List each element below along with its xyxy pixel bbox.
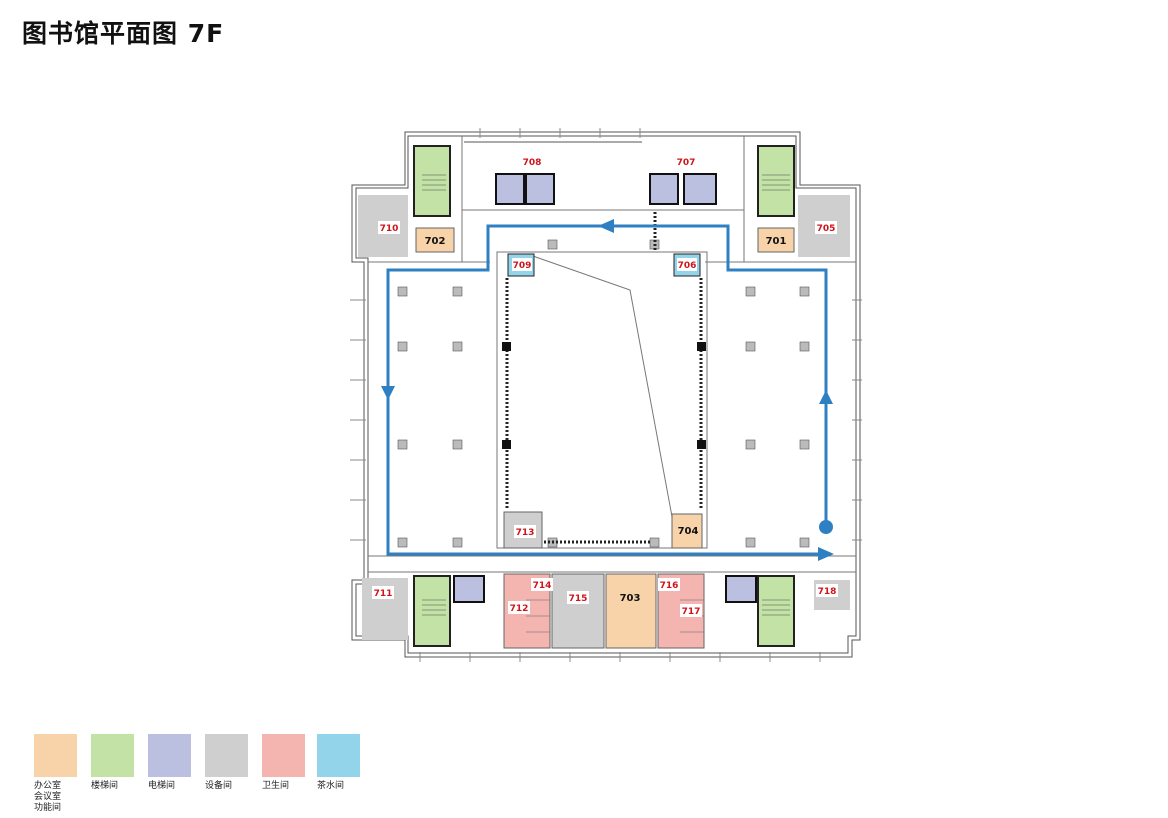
room-number-718: 718 <box>818 587 837 597</box>
room-702-area <box>415 227 455 253</box>
room-number-709: 709 <box>513 261 532 271</box>
elevator-707-b <box>683 173 717 205</box>
elevator-708-b <box>525 173 555 205</box>
room-number-708: 708 <box>523 158 542 168</box>
elevator-se <box>725 575 757 603</box>
legend-swatch-elevator <box>148 734 191 777</box>
legend-item-toilet: 卫生间 <box>262 734 322 792</box>
elevator-sw <box>453 575 485 603</box>
stair-se <box>757 575 795 647</box>
legend-swatch-tea <box>317 734 360 777</box>
legend-label-office: 办公室 会议室 功能间 <box>34 781 62 813</box>
room-number-717: 717 <box>682 607 701 617</box>
route-arrow-north <box>819 390 833 404</box>
room-number-703: 703 <box>620 593 641 604</box>
building-outline <box>351 131 861 658</box>
page-title: 图书馆平面图 7F <box>22 19 225 48</box>
legend-item-tea: 茶水间 <box>317 734 377 792</box>
room-715-area <box>551 573 605 649</box>
stair-sw <box>413 575 451 647</box>
legend-label-elevator: 电梯间 <box>148 781 176 791</box>
room-number-704: 704 <box>678 526 699 537</box>
room-number-707: 707 <box>677 158 696 168</box>
room-number-705: 705 <box>817 224 836 234</box>
room-703-area <box>605 573 657 649</box>
room-number-712: 712 <box>510 604 529 614</box>
room-labels: 708 707 710 702 701 705 709 706 713 704 … <box>372 154 838 617</box>
legend-label-toilet: 卫生间 <box>262 781 290 791</box>
office-rooms <box>415 227 795 649</box>
interior-walls <box>368 136 856 573</box>
legend-label-equipment: 设备间 <box>205 781 233 791</box>
route-arrowheads <box>381 219 834 561</box>
room-704-area <box>671 513 703 549</box>
legend-label-stair: 楼梯间 <box>91 781 119 791</box>
route <box>386 224 828 556</box>
room-number-716: 716 <box>660 581 679 591</box>
room-number-710: 710 <box>380 224 399 234</box>
legend-item-elevator: 电梯间 <box>148 734 208 792</box>
room-number-715: 715 <box>569 594 588 604</box>
elevator-707-a <box>649 173 679 205</box>
legend-item-office: 办公室 会议室 功能间 <box>34 734 94 814</box>
stair-ne <box>757 145 795 217</box>
room-number-714: 714 <box>533 581 552 591</box>
legend-swatch-office <box>34 734 77 777</box>
stair-treads <box>422 174 790 616</box>
room-number-711: 711 <box>374 589 393 599</box>
wall-ticks <box>350 128 862 662</box>
legend-swatch-equipment <box>205 734 248 777</box>
route-arrow-west <box>598 219 614 233</box>
structural-columns <box>397 239 810 548</box>
room-number-706: 706 <box>678 261 697 271</box>
stair-nw <box>413 145 451 217</box>
legend-label-tea: 茶水间 <box>317 781 345 791</box>
legend-swatch-toilet <box>262 734 305 777</box>
elevator-708-a <box>495 173 525 205</box>
elevator-rooms <box>453 173 757 603</box>
atrium-posts <box>502 342 706 449</box>
room-701-area <box>757 227 795 253</box>
stair-rooms <box>413 145 795 647</box>
route-start-dot <box>819 520 833 534</box>
legend-swatch-stair <box>91 734 134 777</box>
route-arrow-east <box>818 547 834 561</box>
room-number-702: 702 <box>425 236 446 247</box>
atrium-railing <box>505 212 703 544</box>
room-number-701: 701 <box>766 236 787 247</box>
legend-item-equipment: 设备间 <box>205 734 265 792</box>
legend-item-stair: 楼梯间 <box>91 734 151 792</box>
route-arrow-south <box>381 386 395 400</box>
room-number-713: 713 <box>516 528 535 538</box>
